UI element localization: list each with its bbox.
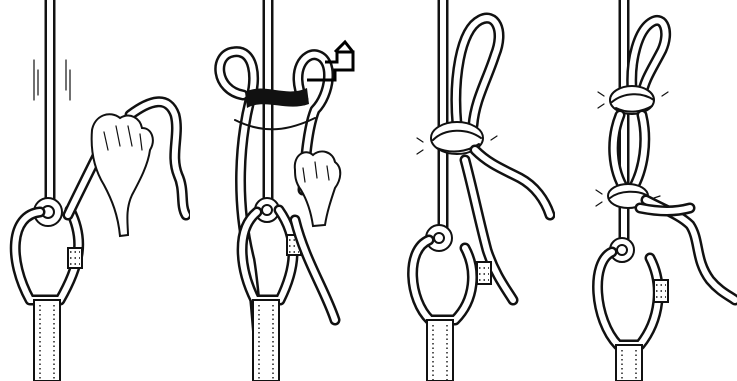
harness-strap	[616, 345, 642, 381]
hand	[295, 151, 340, 226]
panel-step-2-drawing	[195, 0, 375, 381]
harness-strap	[427, 320, 453, 381]
harness-strap	[253, 300, 279, 381]
panel-step-3-drawing	[395, 0, 555, 381]
upper-knot	[598, 86, 668, 114]
panel-step-3	[395, 0, 555, 381]
harness-strap	[34, 300, 60, 381]
knot-loop	[456, 18, 499, 125]
tail-rope	[295, 220, 335, 320]
hand	[92, 114, 153, 236]
carabiner	[598, 252, 668, 345]
panel-step-2	[195, 0, 375, 381]
panel-step-1-drawing	[0, 0, 190, 381]
panel-step-4-drawing	[580, 0, 737, 381]
panel-step-4	[580, 0, 737, 381]
knot	[417, 122, 497, 154]
panel-step-1	[0, 0, 190, 381]
carabiner	[413, 240, 491, 320]
knot-loop	[632, 20, 666, 95]
